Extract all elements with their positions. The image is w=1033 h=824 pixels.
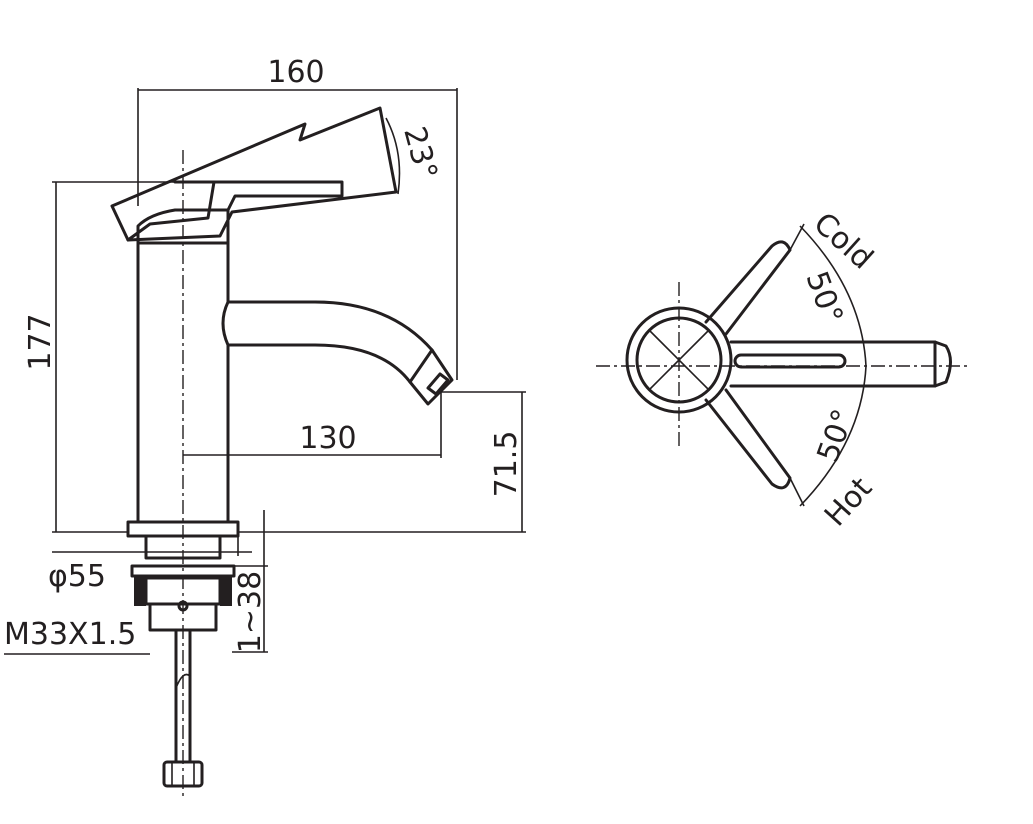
spout <box>226 300 454 406</box>
hose-connector-facets <box>171 762 195 786</box>
body-inner-circle <box>635 316 723 404</box>
spout-bend-left <box>221 300 230 347</box>
spout-slot <box>733 353 847 369</box>
spout-aerator <box>408 348 450 396</box>
dim-160-label: 160 <box>267 55 324 90</box>
lever-hot <box>704 388 792 490</box>
dim-55-label: φ55 <box>48 559 106 594</box>
cold-label: Cold <box>807 206 880 277</box>
handle-lever-inner <box>126 180 216 242</box>
angle-arc-hot <box>799 365 867 507</box>
body-outer-circle <box>625 306 733 414</box>
circle-cross-b <box>648 329 710 391</box>
handle-lever <box>110 106 398 242</box>
angle-ref-hot <box>789 477 805 507</box>
hot-label: Hot <box>818 471 879 534</box>
spout-top-tip <box>933 340 952 388</box>
nut-right-hatch <box>220 576 232 606</box>
mounting-washer <box>130 564 236 578</box>
faucet-body <box>136 241 230 524</box>
dim-71-label: 71.5 <box>489 431 524 498</box>
dim-23-arc <box>385 117 401 195</box>
lever-cold <box>704 240 792 336</box>
dim-177-label: 177 <box>23 313 58 370</box>
nut-left-hatch <box>134 576 146 606</box>
base-flange <box>144 534 222 560</box>
threaded-shank <box>148 602 218 632</box>
dim-1-38-label: 1~38 <box>233 571 268 653</box>
handle-top-plate <box>173 180 344 212</box>
angle-ref-cold <box>789 223 805 251</box>
side-view: 160 23° 177 130 71.5 φ55 M33X1.5 1~38 <box>4 55 526 800</box>
dim-130-label: 130 <box>299 421 356 456</box>
dim-23-label: 23° <box>396 123 444 183</box>
supply-hose <box>174 628 192 764</box>
spout-top <box>729 340 937 388</box>
angle-arc-cold <box>799 225 867 367</box>
dim-thread-label: M33X1.5 <box>4 617 136 652</box>
hose-bend <box>175 673 191 689</box>
hot-angle-label: 50° <box>811 405 862 467</box>
hose-connector-nut <box>162 760 204 788</box>
cold-angle-label: 50° <box>798 267 849 329</box>
top-view: Cold 50° 50° Hot <box>596 206 968 533</box>
shank-hole <box>177 600 189 612</box>
